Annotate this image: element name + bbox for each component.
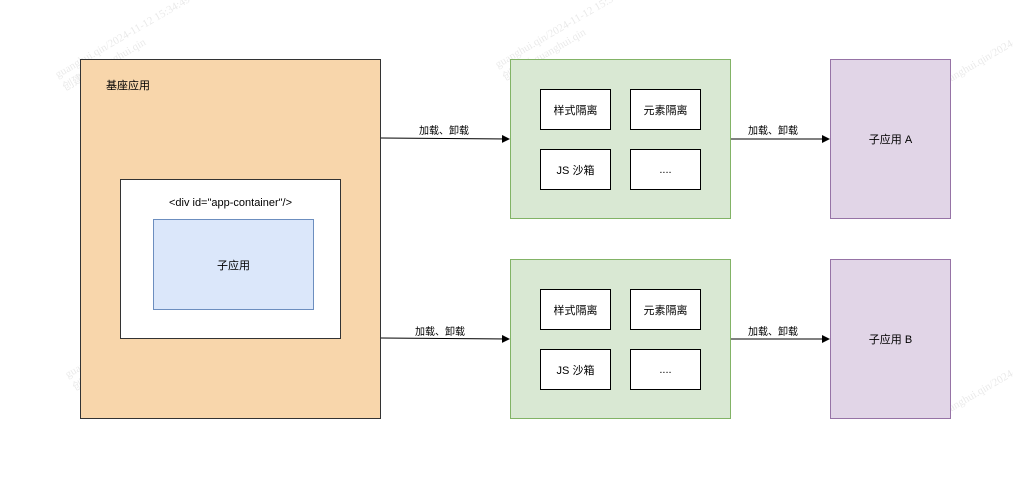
app-container-label: <div id="app-container"/> xyxy=(168,197,293,209)
style-isolation-cell: 样式隔离 xyxy=(540,289,611,330)
element-isolation-cell: 元素隔离 xyxy=(630,89,701,130)
isolation-group-2 xyxy=(510,259,731,419)
edge-label-load-unload: 加载、卸载 xyxy=(748,327,798,338)
edge-label-load-unload: 加载、卸载 xyxy=(748,126,798,137)
base-app-title: 基座应用 xyxy=(106,80,150,92)
ellipsis-cell: .... xyxy=(630,349,701,390)
arrow-base-to-group1 xyxy=(380,134,510,143)
child-app-a-box: 子应用 A xyxy=(830,59,951,219)
js-sandbox-cell: JS 沙箱 xyxy=(540,149,611,190)
edge-label-load-unload: 加载、卸载 xyxy=(419,126,469,137)
style-isolation-cell: 样式隔离 xyxy=(540,89,611,130)
arrow-base-to-group2 xyxy=(380,334,510,343)
edge-label-load-unload: 加载、卸载 xyxy=(415,327,465,338)
child-app-box: 子应用 xyxy=(153,219,314,310)
js-sandbox-cell: JS 沙箱 xyxy=(540,349,611,390)
child-app-b-box: 子应用 B xyxy=(830,259,951,419)
isolation-group-1 xyxy=(510,59,731,219)
element-isolation-cell: 元素隔离 xyxy=(630,289,701,330)
ellipsis-cell: .... xyxy=(630,149,701,190)
